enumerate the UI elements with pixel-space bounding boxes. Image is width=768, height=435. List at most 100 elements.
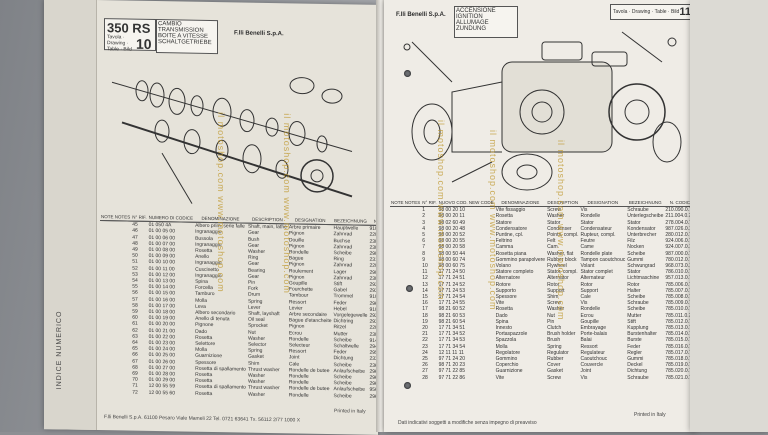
table-cell: Kupplung xyxy=(627,325,649,332)
table-cell: Rondelle plate xyxy=(580,250,613,257)
column-header: NUOVO COD. NEW CODE xyxy=(437,200,495,208)
table-cell: Cover xyxy=(547,362,561,369)
table-cell: Gummi xyxy=(627,256,644,263)
table-cell: Rondelle xyxy=(580,213,601,220)
table-cell: Stator xyxy=(547,219,561,226)
table-cell: Washer xyxy=(247,391,266,398)
table-cell: 98 00 20 55 xyxy=(438,238,465,245)
table-cell: Lichtmaschine xyxy=(627,275,660,282)
table-cell: Rotore xyxy=(495,281,511,288)
table-cell: Porte-balais xyxy=(580,331,608,338)
table-cell: Volano xyxy=(495,263,511,270)
table-cell: 98 21 60 54 xyxy=(438,318,465,325)
right-printed: Printed in Italy xyxy=(634,412,666,418)
table-cell: 780.012.0.789 xyxy=(665,256,696,263)
watermark-left-2: il motoshop.com www.motoshop.com xyxy=(282,113,292,294)
table-cell: 785.017.0.789 xyxy=(665,349,696,356)
table-cell: 924.006.0.789 xyxy=(665,238,696,245)
table-cell: 17 71 24 53 xyxy=(438,287,465,294)
table-cell: Stator xyxy=(580,219,594,226)
table-cell: Regler xyxy=(627,349,642,356)
table-cell: Gommino xyxy=(495,356,518,363)
ignition-exploded-diagram xyxy=(403,31,682,191)
table-cell: 2 xyxy=(422,213,426,220)
table-cell: Feltrino xyxy=(495,238,513,245)
note-cell xyxy=(390,207,421,214)
table-cell: 98 00 20 11 xyxy=(438,213,465,220)
table-cell: 25 xyxy=(422,356,428,363)
note-cell xyxy=(100,389,131,396)
table-cell: 98 00 20 10 xyxy=(438,207,465,214)
table-cell: 5 xyxy=(422,232,426,239)
table-cell: 210.090.0.789 xyxy=(665,207,696,214)
table-cell: 9 xyxy=(422,256,426,263)
table-cell: 987.000.0.789 xyxy=(665,250,696,257)
table-cell: 957.013.0.789 xyxy=(665,275,696,282)
table-cell: 98 71 20 23 xyxy=(438,362,465,369)
table-cell: Balai xyxy=(580,337,592,344)
table-cell: Brush xyxy=(547,337,561,344)
section-title-fr: ALLUMAGE xyxy=(456,20,489,26)
table-cell: 98 21 60 52 xyxy=(438,306,465,313)
table-cell: 785.009.0.789 xyxy=(665,300,696,307)
table-cell: 98 21 60 53 xyxy=(438,312,465,319)
table-cell: Schwungrad xyxy=(627,263,656,270)
index-title: INDICE NUMERICO xyxy=(56,310,63,390)
table-cell: 280.012.0.789 xyxy=(665,232,696,239)
table-cell: Brush holder xyxy=(547,331,576,338)
table-cell: Shim xyxy=(547,294,559,301)
table-cell: Schraube xyxy=(627,300,649,307)
table-number: 11 xyxy=(679,6,691,18)
table-cell: Rosetta xyxy=(195,390,213,397)
table-cell: Ressort xyxy=(580,343,598,350)
table-cell: 4 xyxy=(422,225,426,232)
section-titles: CAMBIO TRANSMISSION BOITE A VITESSE SCHA… xyxy=(156,19,218,55)
table-cell: Spina xyxy=(495,318,509,325)
table-cell: Nut xyxy=(547,312,555,319)
table-cell: 17 71 24 52 xyxy=(438,281,465,288)
table-number: 10 xyxy=(136,35,152,52)
column-header: DENOMINAZIONE xyxy=(494,200,547,208)
table-cell: Cale xyxy=(580,294,591,301)
table-cell: 10 xyxy=(422,263,428,270)
table-cell: Washer, flat xyxy=(547,250,574,257)
brand-label: F.lli Benelli S.p.A. xyxy=(234,30,284,38)
table-cell: 924.007.0.110 xyxy=(665,244,696,251)
table-cell: Condenser xyxy=(547,225,572,232)
table-cell: 26 xyxy=(422,362,428,369)
table-cell: 98 00 60 74 xyxy=(438,256,465,263)
table-cell: Stator, compl. xyxy=(547,269,578,276)
table-cell: Condensateur xyxy=(580,225,612,232)
table-cell: 12 11 11 11 xyxy=(438,349,464,356)
table-number-box: Tavola · Drawing · Table · Bild 11 xyxy=(610,4,694,20)
column-header: DESIGNATION xyxy=(579,200,627,208)
table-cell: Vis xyxy=(580,374,588,381)
table-cell: Couvercle xyxy=(580,362,603,369)
table-cell: Camma xyxy=(495,244,514,251)
table-cell: Filz xyxy=(627,238,636,245)
table-cell: Halter xyxy=(627,287,641,294)
column-header: N° RIF. xyxy=(131,214,148,222)
right-footer: Dati indicativi soggetti a modifiche sen… xyxy=(398,420,537,426)
table-cell: Supporto xyxy=(495,287,516,294)
section-title-de: SCHALTGETRIEBE xyxy=(158,39,212,47)
table-cell: Scheibe xyxy=(627,250,646,257)
table-cell: 22 xyxy=(422,337,428,344)
table-cell: Feutre xyxy=(580,238,595,245)
table-cell: Cam xyxy=(547,244,558,251)
table-cell: 28 xyxy=(422,374,428,381)
table-cell: 8 xyxy=(422,250,426,257)
table-cell: Rotor xyxy=(547,281,560,288)
table-cell: 98 00 20 58 xyxy=(438,244,465,251)
table-cell: Pin xyxy=(547,318,555,325)
section-title-it: ACCENSIONE xyxy=(456,8,496,14)
